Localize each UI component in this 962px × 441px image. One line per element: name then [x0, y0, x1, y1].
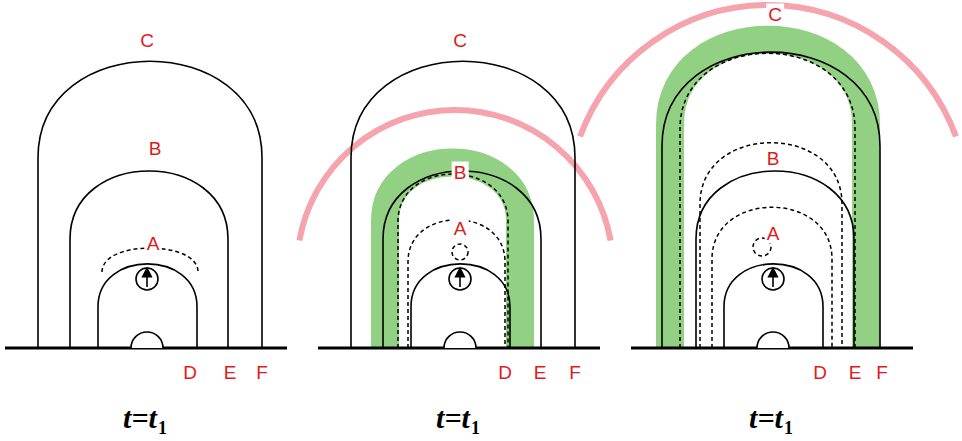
motion-arrow: [146, 272, 148, 287]
field-line: [696, 171, 854, 348]
field-line: [662, 52, 880, 348]
region-letter: B: [452, 162, 469, 183]
region-letter: A: [452, 218, 469, 239]
dashed-field-line: [398, 174, 508, 348]
dashed-field-line: [712, 207, 832, 348]
region-letter: E: [847, 362, 864, 383]
field-line: [383, 171, 541, 348]
region-letter: F: [874, 362, 890, 383]
emerging-flux: [444, 332, 476, 348]
region-letter: D: [496, 362, 514, 383]
time-label: t=t: [436, 403, 470, 433]
field-line: [724, 264, 823, 348]
region-letter: A: [145, 233, 162, 254]
dashed-field-line: [408, 220, 505, 348]
emerging-flux: [131, 332, 163, 348]
region-letter: E: [222, 362, 239, 383]
region-letter: D: [181, 362, 199, 383]
region-letter: F: [254, 362, 270, 383]
time-label: t=t: [749, 403, 783, 433]
dashed-flux-rope: [452, 244, 468, 260]
flux-rope: [449, 268, 471, 290]
dashed-field-line: [700, 143, 842, 348]
flux-rope: [136, 268, 158, 290]
field-line: [38, 61, 262, 348]
time-label: t=t: [123, 403, 157, 433]
region-letter: F: [567, 362, 583, 383]
field-line: [411, 264, 510, 348]
flux-rope: [762, 268, 784, 290]
time-subscript: 1: [784, 419, 793, 437]
field-line: [351, 61, 575, 348]
motion-arrow: [772, 272, 774, 287]
field-line: [70, 171, 228, 348]
motion-arrow: [459, 272, 461, 287]
dashed-field-line: [680, 53, 855, 348]
current-sheet-arc: [299, 110, 610, 241]
region-letter: A: [765, 223, 782, 244]
region-letter: B: [765, 148, 782, 169]
region-letter: B: [147, 138, 164, 159]
region-letter: D: [811, 362, 829, 383]
region-letter: C: [451, 30, 469, 51]
current-sheet-arc: [580, 5, 956, 137]
region-letter: C: [766, 4, 784, 25]
time-subscript: 1: [158, 419, 167, 437]
reconnected-flux-band: [670, 40, 866, 348]
field-line: [98, 264, 197, 348]
emerging-flux: [757, 332, 789, 348]
region-letter: E: [532, 362, 549, 383]
time-subscript: 1: [471, 419, 480, 437]
region-letter: C: [138, 30, 156, 51]
